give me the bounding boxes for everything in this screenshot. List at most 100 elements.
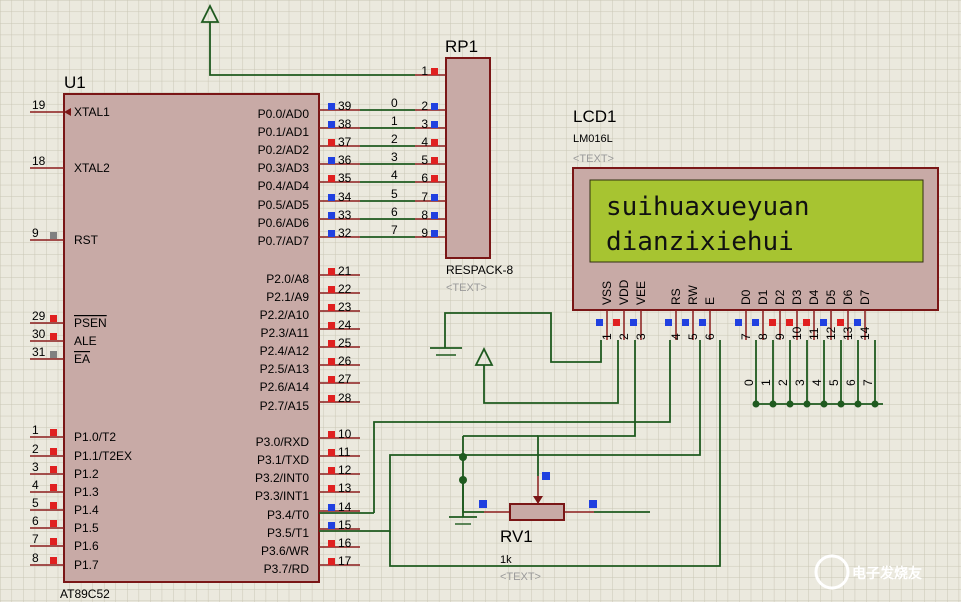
- u1-pin-label: P2.2/A10: [260, 308, 310, 322]
- clock-pin-arrow: [64, 108, 71, 116]
- u1-pin-label: P1.2: [74, 467, 99, 481]
- ground-symbol-vss: [430, 347, 462, 356]
- u1-pin-marker: [328, 358, 335, 365]
- rp1-pin-number: 8: [421, 208, 428, 222]
- u1-pin-marker: [328, 522, 335, 529]
- lcd1-pin-marker: [613, 319, 620, 326]
- u1-pin-number: 19: [32, 98, 46, 112]
- bus-net-label: 5: [391, 187, 398, 201]
- rp1-part: RESPACK-8: [446, 263, 513, 277]
- u1-pin-number: 22: [338, 282, 352, 296]
- rp1-pin-number: 3: [421, 117, 428, 131]
- rp1-pin-number: 1: [421, 64, 428, 78]
- u1-pin-label: P0.0/AD0: [258, 107, 310, 121]
- u1-pin-label: P0.2/AD2: [258, 143, 310, 157]
- rv1-value: 1k: [500, 554, 512, 566]
- u1-pin-number: 30: [32, 327, 46, 341]
- lcd1-pin-number: 6: [703, 333, 717, 340]
- watermark-text: 电子发烧友: [852, 565, 922, 581]
- u1-pin-marker: [50, 429, 57, 436]
- u1-pin-marker: [328, 395, 335, 402]
- wire-rs-p34: [373, 340, 671, 513]
- u1-pin-number: 5: [32, 496, 39, 510]
- lcd1-pin-name: D5: [824, 289, 838, 305]
- rp1-pin-number: 2: [421, 99, 428, 113]
- lcd1-pin-marker: [803, 319, 810, 326]
- lcd1-pin-marker: [769, 319, 776, 326]
- rp1-pin-marker: [431, 175, 438, 182]
- u1-pin-number: 11: [338, 445, 351, 459]
- u1-pin-marker: [328, 304, 335, 311]
- bus-net-label: 5: [827, 379, 841, 386]
- u1-pin-label: P2.1/A9: [266, 290, 309, 304]
- ground-symbol-pot: [449, 480, 477, 525]
- u1-pin-marker: [328, 268, 335, 275]
- junction: [820, 400, 828, 408]
- u1-pin-marker: [50, 315, 57, 322]
- lcd1-pin-number: 9: [773, 333, 787, 340]
- u1-pin-number: 17: [338, 554, 352, 568]
- lcd1-pin-marker: [837, 319, 844, 326]
- bus-net-label: 4: [391, 168, 398, 182]
- u1-part: AT89C52: [60, 587, 110, 601]
- u1-pin-marker: [328, 212, 335, 219]
- rv1-body: [509, 503, 565, 521]
- bus-net-label: 7: [391, 223, 398, 237]
- lcd1-pin-number: 14: [858, 326, 872, 340]
- u1-pin-marker: [328, 485, 335, 492]
- lcd1-component[interactable]: LCD1 LM016L <TEXT> suihuaxueyuan dianzix…: [572, 107, 939, 340]
- u1-pin-number: 34: [338, 190, 352, 204]
- u1-pin-marker: [50, 333, 57, 340]
- u1-pin-label: P2.3/A11: [261, 326, 310, 340]
- u1-pin-number: 23: [338, 300, 352, 314]
- u1-pin-number: 31: [32, 345, 46, 359]
- lcd1-pin-name: D7: [858, 289, 872, 305]
- lcd1-pin-marker: [854, 319, 861, 326]
- u1-pin-marker: [50, 520, 57, 527]
- u1-pin-marker: [328, 558, 335, 565]
- u1-pin-label: P3.1/TXD: [257, 453, 309, 467]
- lcd1-pin-marker: [665, 319, 672, 326]
- u1-pin-label: P0.7/AD7: [258, 234, 310, 248]
- lcd1-pin-name: E: [703, 297, 717, 305]
- u1-pin-marker: [50, 351, 57, 358]
- u1-ref: U1: [64, 73, 86, 92]
- u1-pin-label: XTAL2: [74, 161, 110, 175]
- u1-pin-label: P3.2/INT0: [255, 471, 309, 485]
- rp1-pin-number: 7: [421, 190, 428, 204]
- lcd1-pin-marker: [699, 319, 706, 326]
- junction: [854, 400, 862, 408]
- u1-pin-number: 33: [338, 208, 352, 222]
- u1-pin-label: P0.5/AD5: [258, 198, 310, 212]
- lcd1-pin-number: 12: [824, 326, 838, 340]
- u1-pin-marker: [328, 340, 335, 347]
- rp1-pin-marker: [431, 194, 438, 201]
- lcd1-pin-number: 11: [807, 327, 821, 340]
- u1-body: [63, 93, 320, 583]
- lcd1-pin-name: RW: [686, 285, 700, 305]
- u1-pin-marker: [50, 538, 57, 545]
- u1-pin-label: P1.1/T2EX: [74, 449, 132, 463]
- u1-pin-label: P0.6/AD6: [258, 216, 310, 230]
- lcd1-pin-marker: [630, 319, 637, 326]
- rp1-pin-marker: [431, 103, 438, 110]
- bus-net-label: 0: [391, 96, 398, 110]
- u1-pin-label: P2.4/A12: [260, 344, 310, 358]
- lcd1-pin-name: D0: [739, 289, 753, 305]
- lcd1-pin-name: D3: [790, 289, 804, 305]
- u1-pin-number: 6: [32, 514, 39, 528]
- u1-pin-number: 15: [338, 518, 352, 532]
- junction: [786, 400, 794, 408]
- u1-pin-label: P1.6: [74, 539, 99, 553]
- u1-pin-marker: [328, 540, 335, 547]
- wire-vdd-power: [483, 340, 619, 404]
- u1-pin-label: P1.0/T2: [74, 430, 116, 444]
- lcd1-pin-marker: [820, 319, 827, 326]
- rv1-component[interactable]: RV1 1k <TEXT>: [479, 472, 597, 583]
- u1-pin-number: 25: [338, 336, 352, 350]
